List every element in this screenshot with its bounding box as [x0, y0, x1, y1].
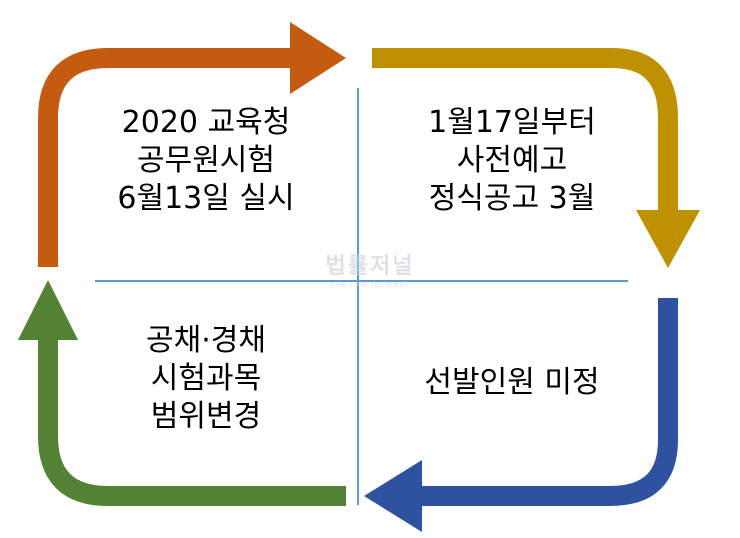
arrow-bottom-right-shaft: [420, 298, 678, 506]
quadrant-line: 시험과목: [150, 361, 262, 396]
watermark-logo-text: 법률저널: [325, 254, 415, 279]
arrow-bottom-left-head: [18, 280, 78, 340]
arrow-top-right-shaft: [372, 48, 678, 212]
watermark-subtitle: THE LAW JOURNAL: [329, 281, 411, 289]
quadrant-line: 2020 교육청: [121, 105, 291, 140]
quadrant-line: 선발인원 미정: [424, 365, 600, 400]
quadrant-line: 6월13일 실시: [117, 181, 295, 216]
quadrant-top-right: 1월17일부터 사전예고 정식공고 3월: [392, 104, 632, 218]
arrow-top-left-shaft: [38, 48, 292, 267]
arrow-top-left-head: [290, 22, 346, 94]
quadrant-line: 공무원시험: [137, 143, 275, 178]
quadrant-top-left: 2020 교육청 공무원시험 6월13일 실시: [86, 104, 326, 218]
arrow-bottom-left-shaft: [38, 338, 346, 506]
quadrant-line: 공채·경채: [146, 323, 266, 358]
quadrant-line: 사전예고: [456, 143, 568, 178]
arrow-top-right-head: [636, 210, 700, 268]
quadrant-bottom-right: 선발인원 미정: [392, 364, 632, 402]
quadrant-line: 범위변경: [150, 399, 262, 434]
arrow-bottom-right-head: [364, 460, 422, 532]
quadrant-line: 정식공고 3월: [428, 181, 596, 216]
quadrant-line: 1월17일부터: [428, 105, 596, 140]
watermark: 법률저널 THE LAW JOURNAL: [300, 248, 440, 289]
quadrant-bottom-left: 공채·경채 시험과목 범위변경: [86, 322, 326, 436]
